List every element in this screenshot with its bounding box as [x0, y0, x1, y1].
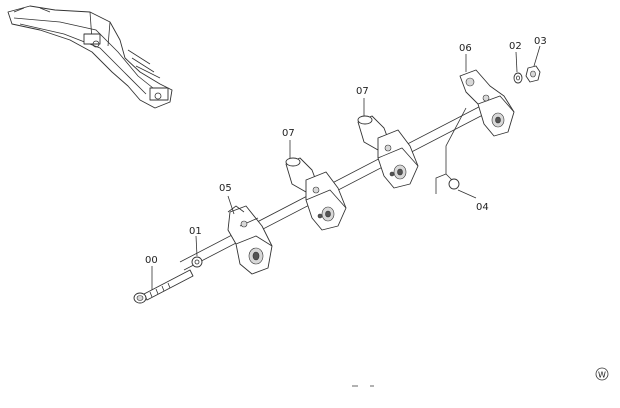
- callout-05: 05: [219, 183, 232, 194]
- bracket-part-06: [459, 69, 515, 137]
- callout-03: 03: [534, 36, 547, 47]
- clamp-part-07-a: [285, 157, 347, 231]
- fitting-part-04: [435, 107, 467, 194]
- watermark-letter: W: [598, 371, 606, 380]
- leader-lines: [151, 45, 541, 290]
- callout-00: 00: [145, 255, 158, 266]
- clamp-part-07-b: [357, 115, 419, 189]
- washer-part-01: [191, 256, 203, 268]
- callout-04: 04: [476, 202, 489, 213]
- callout-07-a: 07: [282, 128, 295, 139]
- callout-06: 06: [459, 43, 472, 54]
- nut-part-03: [525, 65, 541, 83]
- callout-02: 02: [509, 41, 522, 52]
- washer-part-02: [513, 72, 523, 84]
- bracket-part-05: [227, 205, 273, 275]
- callout-07-b: 07: [356, 86, 369, 97]
- callout-01: 01: [189, 226, 202, 237]
- bolt-part-00: [133, 269, 194, 304]
- watermark-symbol: W: [595, 367, 609, 381]
- boom-overview-drawing: [7, 5, 173, 109]
